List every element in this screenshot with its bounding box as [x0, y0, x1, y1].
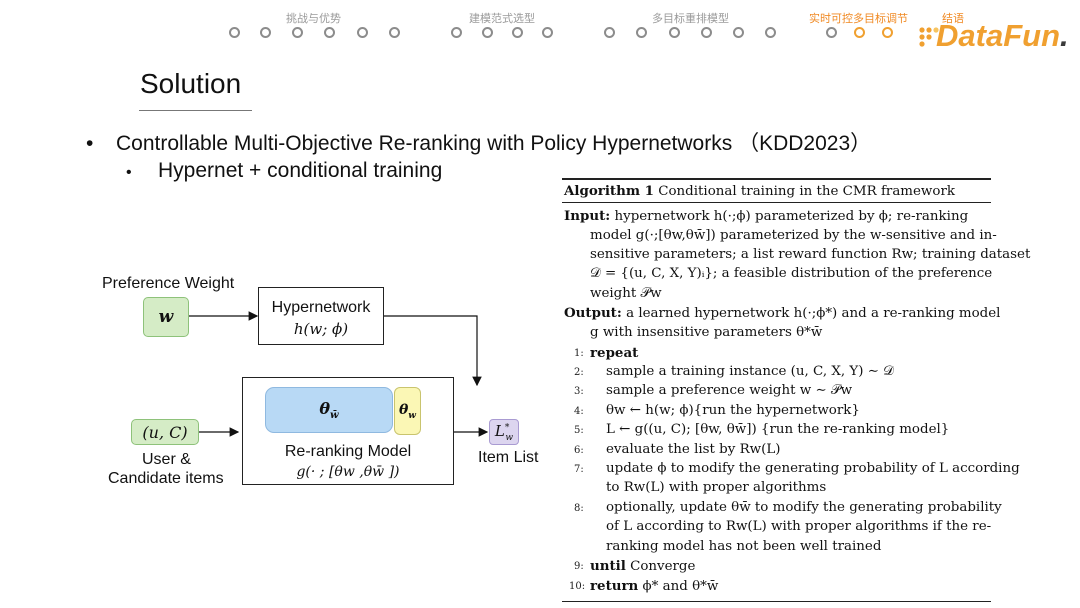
algorithm-step-line: L ← g((u, C); [θw, θw̄]) {run the re-ran… [606, 422, 950, 437]
nav-section-paradigm[interactable]: 建模范式选型 [469, 12, 535, 25]
nav-dot[interactable] [292, 27, 303, 38]
algorithm-step-line: of L according to Rw(L) with proper algo… [606, 519, 992, 534]
algorithm-input-line: sensitive parameters; a list reward func… [590, 247, 1031, 262]
algorithm-mid-rule [562, 202, 991, 203]
algorithm-bottom-rule [562, 601, 991, 602]
nav-dot[interactable] [229, 27, 240, 38]
algorithm-top-rule [562, 178, 991, 180]
theta-insensitive-block: θw̄ [265, 387, 393, 433]
preference-weight-label: Preference Weight [102, 275, 235, 292]
algorithm-step-number: 6: [574, 445, 584, 456]
reranking-model-formula: g(· ; [θw ,θw̄ ]) [296, 464, 400, 480]
item-list-box: L*w [489, 419, 519, 445]
nav-section-model[interactable]: 多目标重排模型 [652, 12, 729, 25]
datafun-logo-mark-icon [919, 27, 939, 47]
algorithm-step-number: 4: [574, 406, 584, 417]
nav-dot[interactable] [482, 27, 493, 38]
reranking-model-box: θw̄ θw Re-ranking Model g(· ; [θw ,θw̄ ]… [242, 377, 454, 485]
theta-sensitive-block: θw [394, 387, 421, 435]
title-underline [139, 110, 252, 111]
algorithm-step-number: 2: [574, 367, 584, 378]
nav-dot[interactable] [701, 27, 712, 38]
nav-dot[interactable] [512, 27, 523, 38]
datafun-logo-text: DataFun. [936, 18, 1069, 53]
algorithm-input-line: weight 𝒫w [590, 286, 662, 301]
algorithm-step-line: until Converge [590, 558, 696, 574]
algorithm-input-line: 𝒟 = {(u, C, X, Y)ᵢ}; a feasible distribu… [590, 266, 993, 281]
nav-dot[interactable] [636, 27, 647, 38]
algorithm-step-line: ranking model has not been well trained [606, 539, 882, 554]
nav-dot[interactable] [826, 27, 837, 38]
nav-dot-active[interactable] [854, 27, 865, 38]
algorithm-step-line: optionally, update θw̄ to modify the gen… [606, 500, 1002, 515]
algorithm-step-line: sample a training instance (u, C, X, Y) … [606, 364, 894, 379]
algorithm-step-number: 5: [574, 425, 584, 436]
slide-title: Solution [140, 68, 242, 99]
nav-dot[interactable] [765, 27, 776, 38]
nav-section-conclusion[interactable]: 结语 [942, 12, 964, 25]
datafun-logo: DataFun. [918, 18, 1069, 58]
algorithm-step-line: θw ← h(w; ϕ){run the hypernetwork} [606, 403, 860, 418]
algorithm-step-number: 3: [574, 386, 584, 397]
item-list-label: Item List [478, 449, 539, 466]
nav-section-challenges[interactable]: 挑战与优势 [286, 12, 341, 25]
algorithm-step-line: evaluate the list by Rw(L) [606, 442, 781, 457]
preference-weight-box: w [143, 297, 189, 337]
nav-dot[interactable] [324, 27, 335, 38]
algorithm-input-line: Input: hypernetwork h(·;ϕ) parameterized… [564, 208, 969, 224]
nav-dot[interactable] [669, 27, 680, 38]
algorithm-step-line: update ϕ to modify the generating probab… [606, 461, 1020, 476]
hypernetwork-box: Hypernetwork h(w; ϕ) [258, 287, 384, 345]
reranking-model-label: Re-ranking Model [284, 443, 412, 460]
user-candidate-box: (u, C) [131, 419, 199, 445]
nav-dot[interactable] [451, 27, 462, 38]
algorithm-step-line: return ϕ* and θ*w̄ [590, 578, 719, 594]
candidate-items-label: Candidate items [108, 470, 224, 487]
algorithm-step-number: 1: [574, 348, 584, 359]
algorithm-output-line: Output: a learned hypernetwork h(·;ϕ*) a… [564, 305, 1001, 321]
nav-dot[interactable] [733, 27, 744, 38]
nav-section-realtime[interactable]: 实时可控多目标调节 [809, 12, 908, 25]
bullet-method: •Hypernet + conditional training [126, 159, 443, 182]
diagram-connectors [189, 311, 489, 437]
algorithm-output-line: g with insensitive parameters θ*w̄ [590, 325, 823, 340]
nav-dot[interactable] [389, 27, 400, 38]
nav-dot[interactable] [542, 27, 553, 38]
algorithm-step-line: sample a preference weight w ∼ 𝒫w [606, 383, 853, 398]
algorithm-step-number: 8: [574, 503, 584, 514]
algorithm-step-line: to Rw(L) with proper algorithms [606, 480, 827, 495]
user-label: User & [142, 451, 191, 468]
algorithm-title: Algorithm 1 Conditional training in the … [564, 183, 955, 199]
nav-dot[interactable] [260, 27, 271, 38]
nav-dot[interactable] [604, 27, 615, 38]
nav-dot[interactable] [357, 27, 368, 38]
algorithm-step-line: repeat [590, 345, 639, 361]
algorithm-step-number: 7: [574, 464, 584, 475]
hypernetwork-label: Hypernetwork [271, 299, 371, 316]
bullet-paper: •Controllable Multi-Objective Re-ranking… [86, 132, 872, 155]
nav-dot-active[interactable] [882, 27, 893, 38]
algorithm-input-line: model g(·;[θw,θw̄]) parameterized by the… [590, 228, 997, 243]
hypernetwork-formula: h(w; ϕ) [293, 320, 349, 338]
algorithm-step-number: 9: [574, 561, 584, 572]
algorithm-step-number: 10: [569, 581, 586, 592]
